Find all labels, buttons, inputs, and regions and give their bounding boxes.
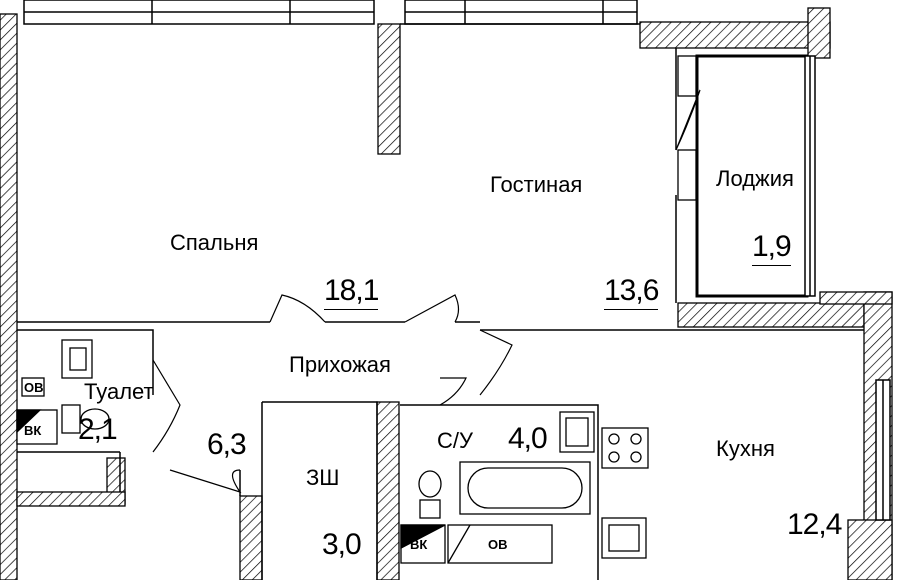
- bathroom-area: 4,0: [508, 422, 548, 455]
- loggia-name: Лоджия: [716, 166, 794, 191]
- living-area: 13,6: [604, 276, 659, 310]
- bathroom-ov-tag: ОВ: [488, 537, 508, 552]
- kitchen-area: 12,4: [787, 508, 842, 541]
- bathroom-vk-tag: ВК: [410, 537, 428, 552]
- doors: [152, 89, 701, 494]
- walls: [0, 7, 893, 580]
- kitchen-name: Кухня: [716, 436, 775, 461]
- bedroom-area: 18,1: [324, 276, 379, 310]
- hallway-area: 6,3: [207, 428, 247, 461]
- living-name: Гостиная: [490, 172, 583, 197]
- toilet-name: Туалет: [84, 379, 154, 404]
- hallway-name: Прихожая: [289, 352, 391, 377]
- closet-area: 3,0: [322, 528, 362, 561]
- loggia-area: 1,9: [752, 232, 792, 266]
- toilet-area: 2,1: [78, 413, 118, 446]
- bedroom-name: Спальня: [170, 230, 259, 255]
- closet-name: ЗШ: [306, 465, 340, 490]
- fixtures: [21, 55, 697, 564]
- toilet-vk-tag: ВК: [24, 423, 42, 438]
- toilet-ov-tag: ОВ: [24, 380, 44, 395]
- vk-shafts: [16, 409, 446, 564]
- bathroom-name: С/У: [437, 428, 473, 453]
- thin-walls: [17, 0, 891, 580]
